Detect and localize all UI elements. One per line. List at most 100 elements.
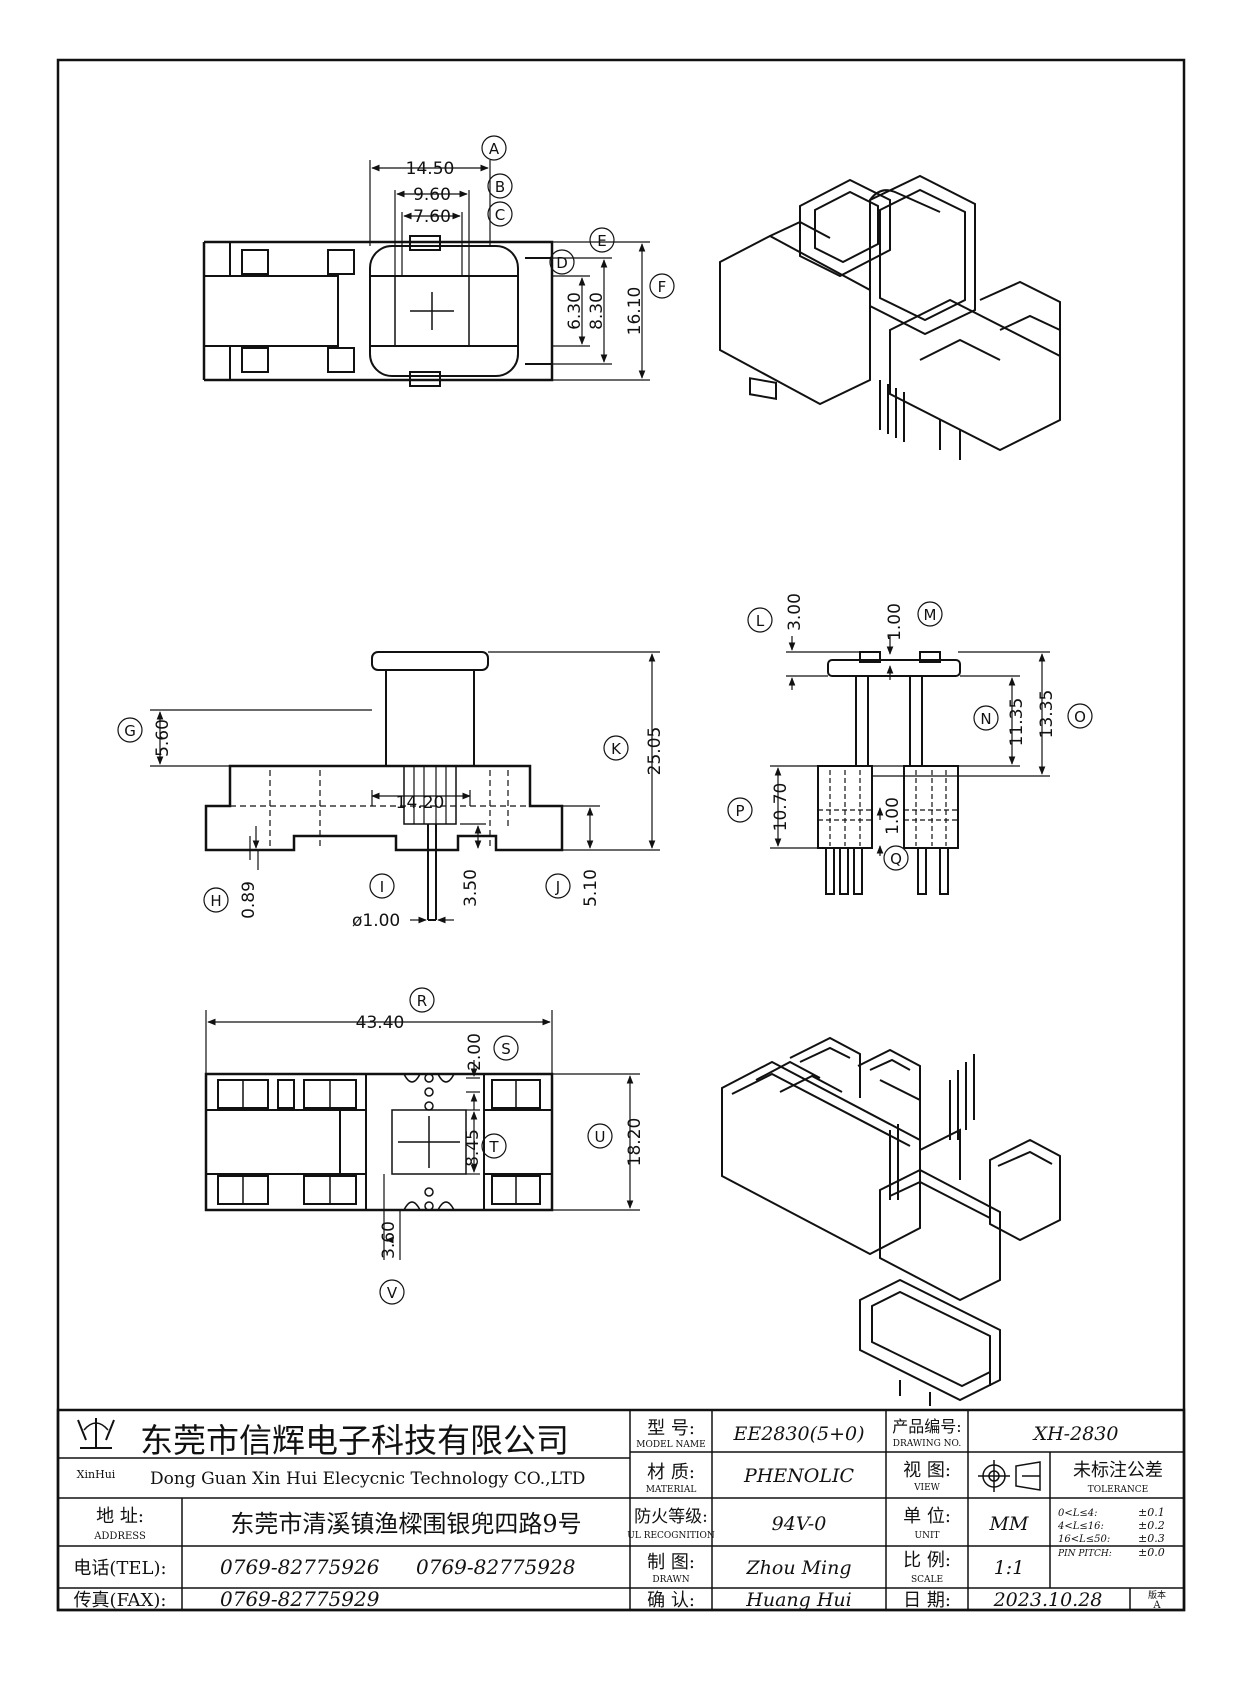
balloon-v: V [379,1279,405,1305]
material-value: PHENOLIC [743,1465,855,1487]
svg-text:E: E [597,232,606,250]
model-label-en: MODEL NAME [636,1440,705,1450]
tolerance-value-2: ±0.2 [1138,1519,1165,1532]
tolerance-value-1: ±0.1 [1138,1506,1165,1519]
isometric-view-bottom [721,1036,1061,1406]
tel-2: 0769-82775928 [416,1555,575,1579]
dim-14-50: 14.50 [406,159,455,179]
svg-text:U: U [595,1128,606,1146]
drawing-border [56,58,1186,1612]
balloon-d: D [549,249,575,275]
unit-label-en: UNIT [914,1531,939,1541]
balloon-m: M [917,601,943,627]
front-view-dimensions [150,651,660,924]
svg-text:R: R [417,992,427,1010]
balloon-a: A [481,135,507,161]
balloon-p: P [727,797,753,823]
approve-value: Huang Hui [745,1589,851,1611]
balloon-o: O [1067,703,1093,729]
svg-text:N: N [980,710,991,728]
balloon-u: U [587,1123,613,1149]
dim-3-00: 3.00 [785,593,805,631]
drawn-value: Zhou Ming [745,1557,851,1579]
scale-label-en: SCALE [911,1575,943,1585]
balloon-t: T [481,1133,507,1159]
tolerance-range-4: PIN PITCH: [1057,1549,1112,1559]
drawn-label: 制 图: [647,1552,695,1573]
ul-value: 94V-0 [772,1513,827,1535]
svg-text:C: C [495,206,505,224]
ul-label-en: UL RECOGNITION [627,1531,715,1541]
balloon-f: F [649,273,675,299]
svg-text:V: V [387,1284,398,1302]
tel-label: 电话(TEL): [73,1558,166,1579]
isometric-view-top [719,174,1061,460]
dim-13-35: 13.35 [1037,690,1057,739]
dim-8-45: 8.45 [463,1129,483,1167]
dim-8-30: 8.30 [587,292,607,330]
dim-5-10: 5.10 [581,869,601,907]
svg-text:Q: Q [890,850,902,868]
drawing-no-value: XH-2830 [1032,1423,1119,1445]
svg-text:O: O [1074,708,1086,726]
svg-text:I: I [380,878,384,896]
tolerance-range-2: 4<L≤16: [1057,1521,1104,1532]
balloon-g: G [117,717,143,743]
company-name-en: Dong Guan Xin Hui Elecycnic Technology C… [150,1469,585,1489]
balloon-h: H [203,887,229,913]
title-block: XinHui 东莞市信辉电子科技有限公司 Dong Guan Xin Hui E… [56,1408,1186,1612]
view-label: 视 图: [903,1460,951,1481]
model-value: EE2830(5+0) [732,1423,864,1445]
date-value: 2023.10.28 [993,1589,1103,1611]
material-label: 材 质: [647,1462,695,1483]
unit-label: 单 位: [903,1506,951,1527]
address-label-en: ADDRESS [93,1531,146,1542]
bottom-view-dimensions [205,1010,640,1260]
ul-label: 防火等级: [634,1507,708,1527]
dimension-labels: 14.50 9.60 7.60 6.30 8.30 16.10 5.60 25.… [153,159,1057,1259]
dim-10-70: 10.70 [771,783,791,832]
scale-label: 比 例: [903,1550,951,1571]
tel-1: 0769-82775926 [220,1555,380,1579]
model-label: 型 号: [647,1418,695,1439]
side-view [817,651,961,895]
drawing-no-label-en: DRAWING NO. [893,1439,962,1449]
fax-value: 0769-82775929 [220,1587,380,1611]
unit-value: MM [989,1513,1029,1535]
dim-14-20: 14.20 [396,793,445,813]
dim-2-00: 2.00 [465,1033,485,1071]
svg-text:B: B [495,178,505,196]
balloon-b: B [487,173,513,199]
date-label: 日 期: [903,1590,951,1611]
balloon-r: R [409,987,435,1013]
balloon-q: Q [883,845,909,871]
view-label-en: VIEW [913,1483,941,1493]
approve-label: 确 认: [647,1590,695,1611]
version-label: 版本 [1148,1589,1166,1601]
dim-43-40: 43.40 [356,1013,405,1033]
side-view-dimensions [770,636,1050,856]
balloon-s: S [493,1035,519,1061]
dim-6-30: 6.30 [565,292,585,330]
balloon-n: N [973,705,999,731]
address-label: 地 址: [96,1506,144,1527]
balloon-e: E [589,227,615,253]
dim-16-10: 16.10 [625,287,645,336]
dim-25-05: 25.05 [645,727,665,776]
balloon-l: L [747,607,773,633]
svg-text:J: J [555,878,560,896]
svg-text:F: F [658,278,667,296]
balloon-i: I [369,873,395,899]
svg-text:K: K [611,740,622,758]
tolerance-range-1: 0<L≤4: [1058,1508,1098,1519]
company-logo: XinHui [77,1418,116,1481]
dim-5-60: 5.60 [153,719,173,757]
balloon-c: C [487,201,513,227]
reference-balloons: A B C D E F G H I J K L M N O P Q R S T … [117,135,1093,1305]
svg-text:M: M [924,606,937,624]
tolerance-label-en: TOLERANCE [1088,1485,1149,1495]
tolerance-range-3: 16<L≤50: [1058,1534,1110,1545]
fax-label: 传真(FAX): [74,1590,167,1611]
bottom-view [204,1072,554,1212]
logo-text: XinHui [77,1468,116,1481]
